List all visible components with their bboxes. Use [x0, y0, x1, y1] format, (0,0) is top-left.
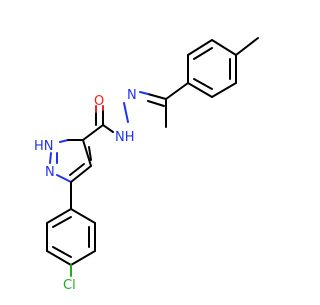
imine-n-label: N [127, 88, 137, 103]
pyrazole-n-label: N [45, 165, 55, 180]
imine-double-bond-n [139, 91, 149, 95]
molecule-diagram: O NH N HN N Cl [34, 37, 259, 293]
imine-double-bond-b [147, 100, 165, 107]
imine-double-bond-a [147, 93, 167, 100]
carbonyl-to-pyrazole [82, 124, 104, 141]
hydrazide-nh-label: NH [115, 130, 135, 145]
n-n-bond [123, 102, 129, 123]
nh-to-carbonyl [102, 124, 114, 133]
ring-to-imine-carbon [165, 82, 189, 100]
chlorine-label: Cl [63, 278, 76, 293]
tolyl-ring [187, 39, 237, 98]
oxygen-label: O [94, 94, 104, 109]
methyl-bond-tolyl [235, 37, 259, 56]
pyrazole-ring [49, 139, 92, 183]
pyrazole-nh-label: HN [34, 139, 54, 154]
structure-svg: O NH N HN N Cl [34, 37, 259, 293]
chlorophenyl-ring [46, 208, 96, 266]
